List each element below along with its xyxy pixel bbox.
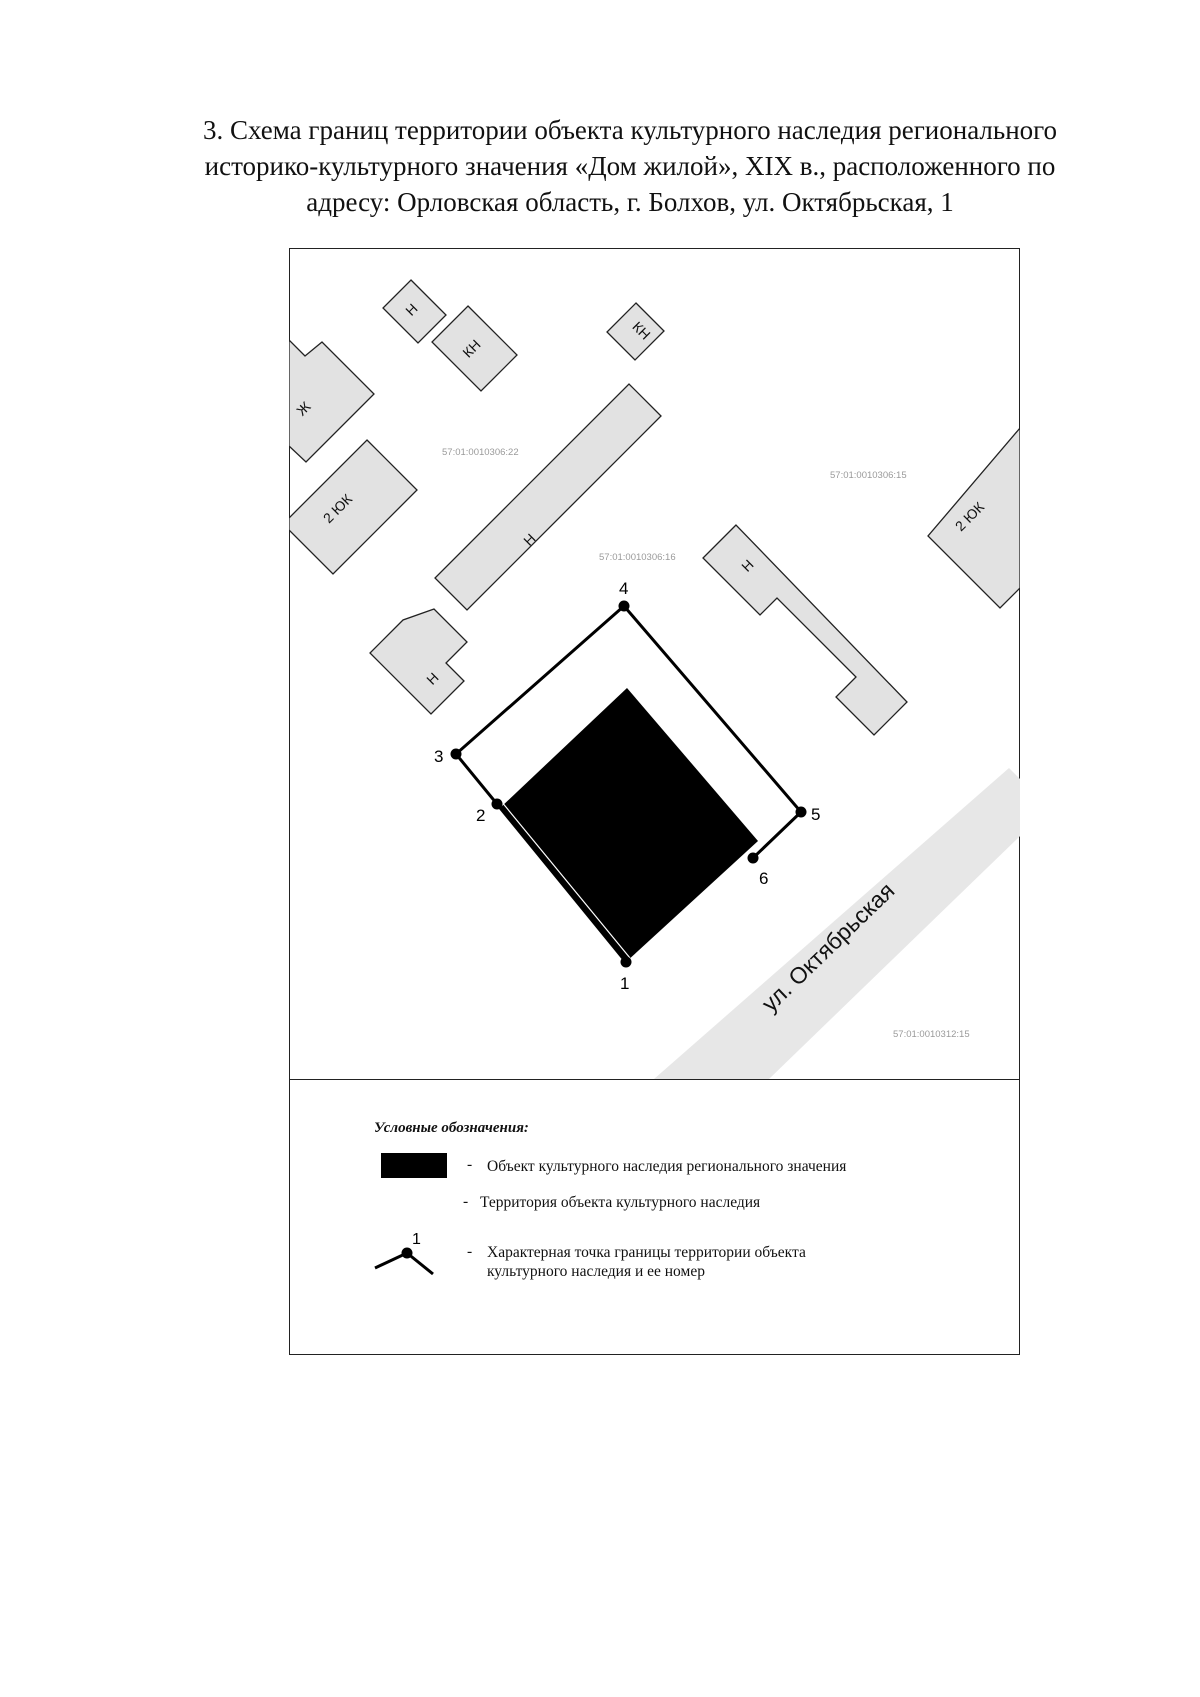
legend-point-text-1: Характерная точка границы территории объ…: [487, 1244, 806, 1261]
boundary-point-2: [491, 798, 503, 810]
point-number-1: 1: [620, 974, 629, 993]
territory-boundary: [453, 603, 804, 963]
street-band: [654, 768, 1020, 1079]
building-h-corner: [369, 608, 468, 715]
building-2juk-right: [927, 426, 1020, 609]
point-number-2: 2: [476, 806, 485, 825]
parcel-label-p3: 57:01:0010306:16: [599, 552, 676, 563]
map-title: 3. Схема границ территории объекта культ…: [150, 112, 1110, 220]
building-zh: [289, 339, 375, 463]
parcel-label-p4: 57:01:0010312:15: [893, 1029, 970, 1040]
title-line-1: 3. Схема границ территории объекта культ…: [202, 115, 1058, 145]
building-kn-1: [431, 305, 518, 392]
legend: Условные обозначения: - Объект культурно…: [289, 1079, 1020, 1355]
legend-point-text-2: культурного наследия и ее номер: [487, 1263, 705, 1280]
legend-territory-text: Территория объекта культурного наследия: [480, 1194, 761, 1211]
point-number-3: 3: [434, 747, 443, 766]
boundary-point-3: [450, 748, 462, 760]
legend-dash-2: -: [463, 1193, 469, 1210]
building-h-small: [382, 279, 447, 344]
legend-title: Условные обозначения:: [374, 1120, 529, 1136]
legend-point-symbol: 1: [374, 1231, 434, 1276]
legend-dash-1: -: [467, 1156, 473, 1173]
building-h-long: [434, 383, 662, 611]
boundary-point-1: [620, 956, 632, 968]
legend-dash-3: -: [467, 1243, 473, 1260]
point-number-4: 4: [619, 579, 628, 598]
parcel-label-p1: 57:01:0010306:22: [442, 447, 519, 458]
point-number-6: 6: [759, 869, 768, 888]
legend-object-text: Объект культурного наследия региональног…: [487, 1158, 847, 1175]
boundary-point-4: [618, 600, 630, 612]
point-number-5: 5: [811, 805, 820, 824]
parcel-label-p2: 57:01:0010306:15: [830, 470, 907, 481]
legend-object-swatch: [381, 1153, 447, 1178]
building-kn-2: [606, 302, 665, 361]
boundary-point-5: [795, 806, 807, 818]
building-h-right: [702, 524, 908, 736]
boundary-point-6: [747, 852, 759, 864]
heritage-object: [500, 688, 758, 962]
building-2juk-left: [289, 439, 418, 575]
title-line-3: адресу: Орловская область, г. Болхов, ул…: [306, 187, 954, 217]
title-line-2: историко-культурного значения «Дом жилой…: [204, 151, 1056, 181]
legend-point-number: 1: [412, 1231, 421, 1248]
site-plan-map: Н КН КН Ж 2 ЮК 2 ЮК Н Н Н 57:01:0010306:…: [289, 279, 1020, 1079]
